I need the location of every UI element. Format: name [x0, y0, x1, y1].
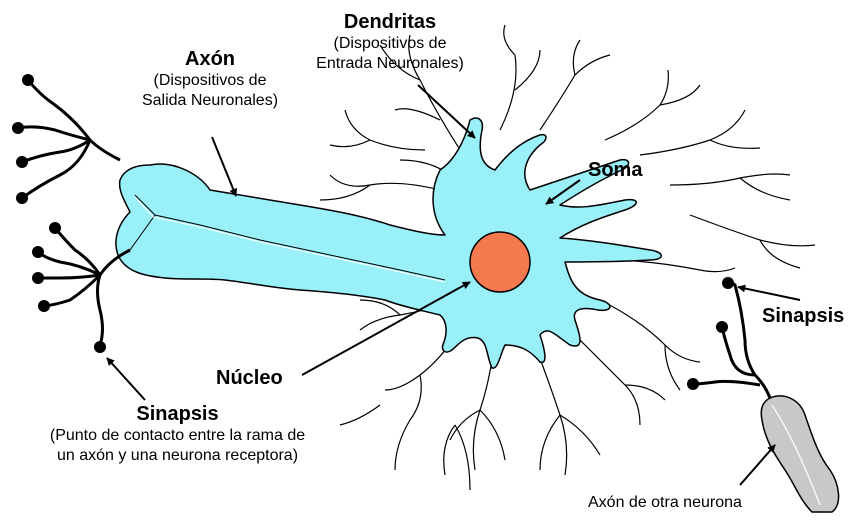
sinapsis-left-line2: un axón y una neurona receptora) — [0, 446, 355, 466]
axon-line2: Salida Neuronales) — [110, 91, 310, 111]
synapse-knobs-top — [12, 74, 34, 204]
soma-label: Soma — [588, 158, 642, 182]
axon-label: Axón (Dispositivos de Salida Neuronales) — [110, 47, 310, 110]
otra-axon-arrow — [740, 445, 775, 485]
neuron-cell — [116, 118, 661, 368]
axon-terminals-top — [18, 80, 120, 198]
sinapsis-right-arrow — [738, 287, 800, 300]
dendritas-arrow — [418, 85, 475, 138]
sinapsis-left-title: Sinapsis — [0, 402, 355, 426]
axon-arrow — [212, 137, 236, 196]
sinapsis-left-label: Sinapsis (Punto de contacto entre la ram… — [0, 402, 355, 465]
nucleo-label: Núcleo — [216, 366, 283, 390]
axon-title: Axón — [110, 47, 310, 71]
nucleus — [470, 232, 530, 292]
synapse-knobs-right — [687, 277, 734, 390]
dendritas-line2: Entrada Neuronales) — [290, 54, 490, 74]
other-neuron-terminals — [693, 283, 770, 398]
dendritas-title: Dendritas — [290, 10, 490, 34]
sinapsis-right-label: Sinapsis — [762, 304, 844, 328]
sinapsis-left-arrow — [107, 358, 145, 400]
dendritas-label: Dendritas (Dispositivos de Entrada Neuro… — [290, 10, 490, 73]
otra-axon-label: Axón de otra neurona — [588, 493, 742, 513]
sinapsis-left-line1: (Punto de contacto entre la rama de — [0, 426, 355, 446]
other-neuron-axon — [761, 396, 838, 512]
axon-line1: (Dispositivos de — [110, 71, 310, 91]
dendritas-line1: (Dispositivos de — [290, 34, 490, 54]
